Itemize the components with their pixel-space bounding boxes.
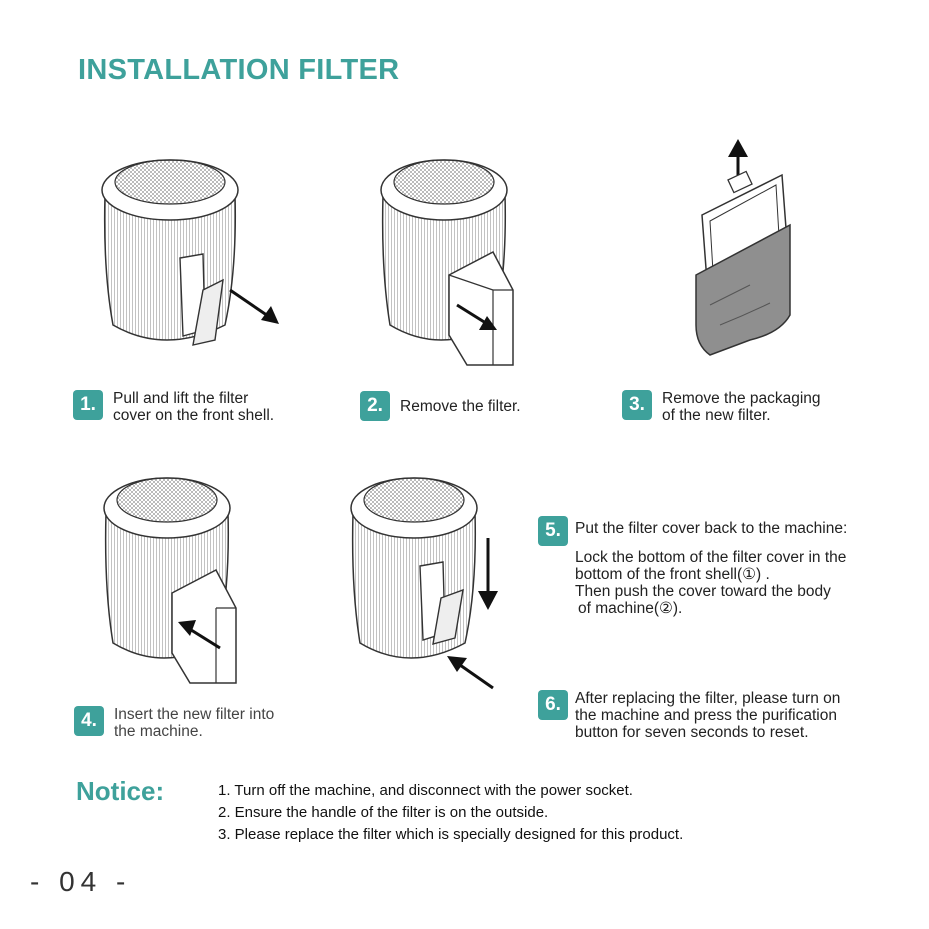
step-1-text: Pull and lift the filter cover on the fr… — [113, 390, 275, 424]
step-2-text: Remove the filter. — [400, 398, 521, 415]
step-4: 4. Insert the new filter into the machin… — [74, 706, 274, 740]
step4-illustration — [103, 477, 237, 684]
step1-illustration — [101, 159, 279, 346]
notice-title: Notice: — [76, 776, 165, 806]
step-5-text: Put the filter cover back to the machine… — [575, 520, 848, 617]
step-5-badge: 5. — [538, 516, 568, 546]
step-6: 6. After replacing the filter, please tu… — [538, 690, 840, 741]
step-6-badge: 6. — [538, 690, 568, 720]
notice-list: 1. Turn off the machine, and disconnect … — [218, 780, 683, 846]
step-1-badge: 1. — [73, 390, 103, 420]
step-5: 5. Put the filter cover back to the mach… — [538, 516, 847, 617]
step5-illustration — [350, 477, 498, 690]
notice-item: 1. Turn off the machine, and disconnect … — [218, 782, 633, 799]
step-4-text: Insert the new filter into the machine. — [114, 706, 275, 740]
notice-item: 3. Please replace the filter which is sp… — [218, 826, 684, 843]
step-3-text: Remove the packaging of the new filter. — [662, 390, 821, 424]
step-6-text: After replacing the filter, please turn … — [575, 690, 841, 741]
step-1: 1. Pull and lift the filter cover on the… — [73, 390, 274, 424]
step-2-badge: 2. — [360, 391, 390, 421]
step3-illustration — [695, 139, 791, 356]
step-3-badge: 3. — [622, 390, 652, 420]
notice-item: 2. Ensure the handle of the filter is on… — [218, 804, 549, 821]
step2-illustration — [380, 159, 514, 366]
page-number: - 04 - — [30, 866, 132, 897]
page-title: INSTALLATION FILTER — [78, 54, 400, 86]
step-2: 2. Remove the filter. — [360, 391, 521, 421]
step-4-badge: 4. — [74, 706, 104, 736]
step-3: 3. Remove the packaging of the new filte… — [622, 390, 821, 424]
